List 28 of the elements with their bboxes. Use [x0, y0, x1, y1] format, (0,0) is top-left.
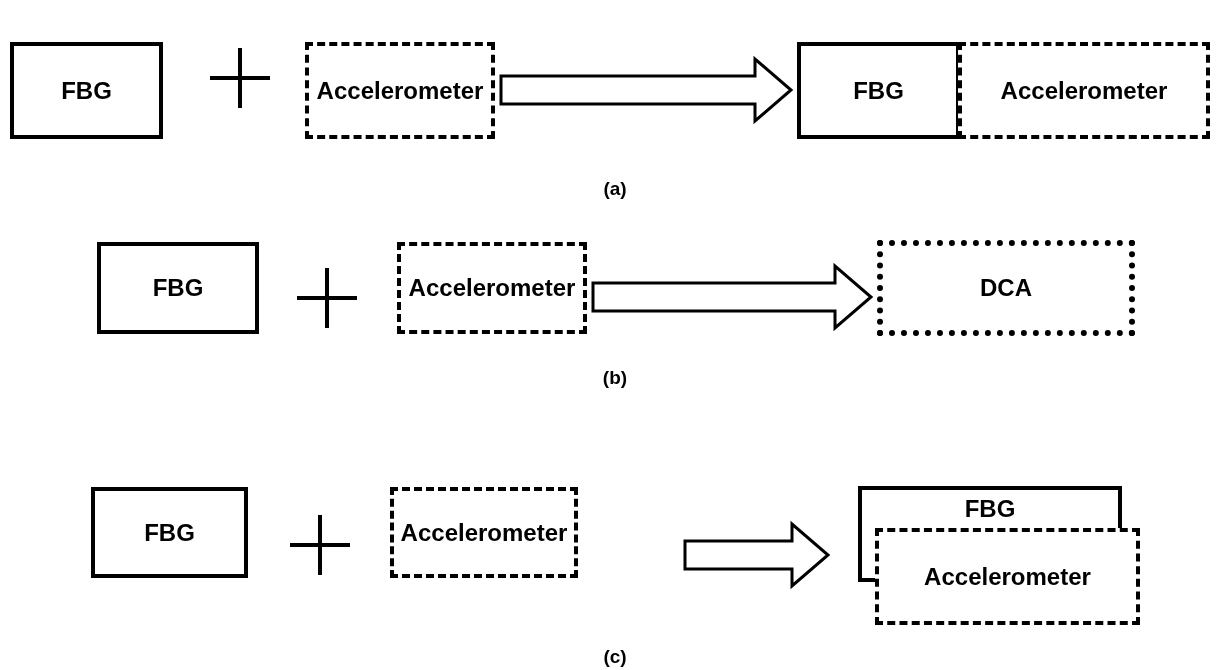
- solid-box: [858, 486, 1122, 528]
- solid-box: [97, 242, 259, 334]
- box-label: Accelerometer: [1000, 78, 1168, 103]
- box-label: FBG: [152, 276, 204, 300]
- box-label: Accelerometer: [408, 276, 576, 300]
- dashed-box: [875, 528, 1140, 625]
- dashed-box: [397, 242, 587, 334]
- dashed-box: [305, 42, 495, 139]
- box-label: Accelerometer: [316, 78, 484, 103]
- dashed-box: [958, 42, 1210, 139]
- box-label: FBG: [144, 520, 195, 545]
- block-arrow: [499, 55, 794, 125]
- dashed-box: [390, 487, 578, 578]
- block-arrow: [683, 520, 831, 590]
- panel-label: (a): [603, 178, 627, 200]
- box-label: FBG: [61, 78, 112, 103]
- box-label: Accelerometer: [924, 564, 1091, 589]
- panel-label: (c): [603, 646, 627, 668]
- box-label: FBG: [853, 78, 904, 103]
- block-arrow: [591, 262, 874, 332]
- box-label: DCA: [980, 276, 1032, 300]
- panel-label: (b): [602, 367, 628, 389]
- dotted-box: [877, 240, 1135, 336]
- box-label: FBG: [964, 497, 1016, 521]
- solid-box: [10, 42, 163, 139]
- box-label: Accelerometer: [400, 520, 568, 545]
- solid-box: [91, 487, 248, 578]
- solid-box: [797, 42, 960, 139]
